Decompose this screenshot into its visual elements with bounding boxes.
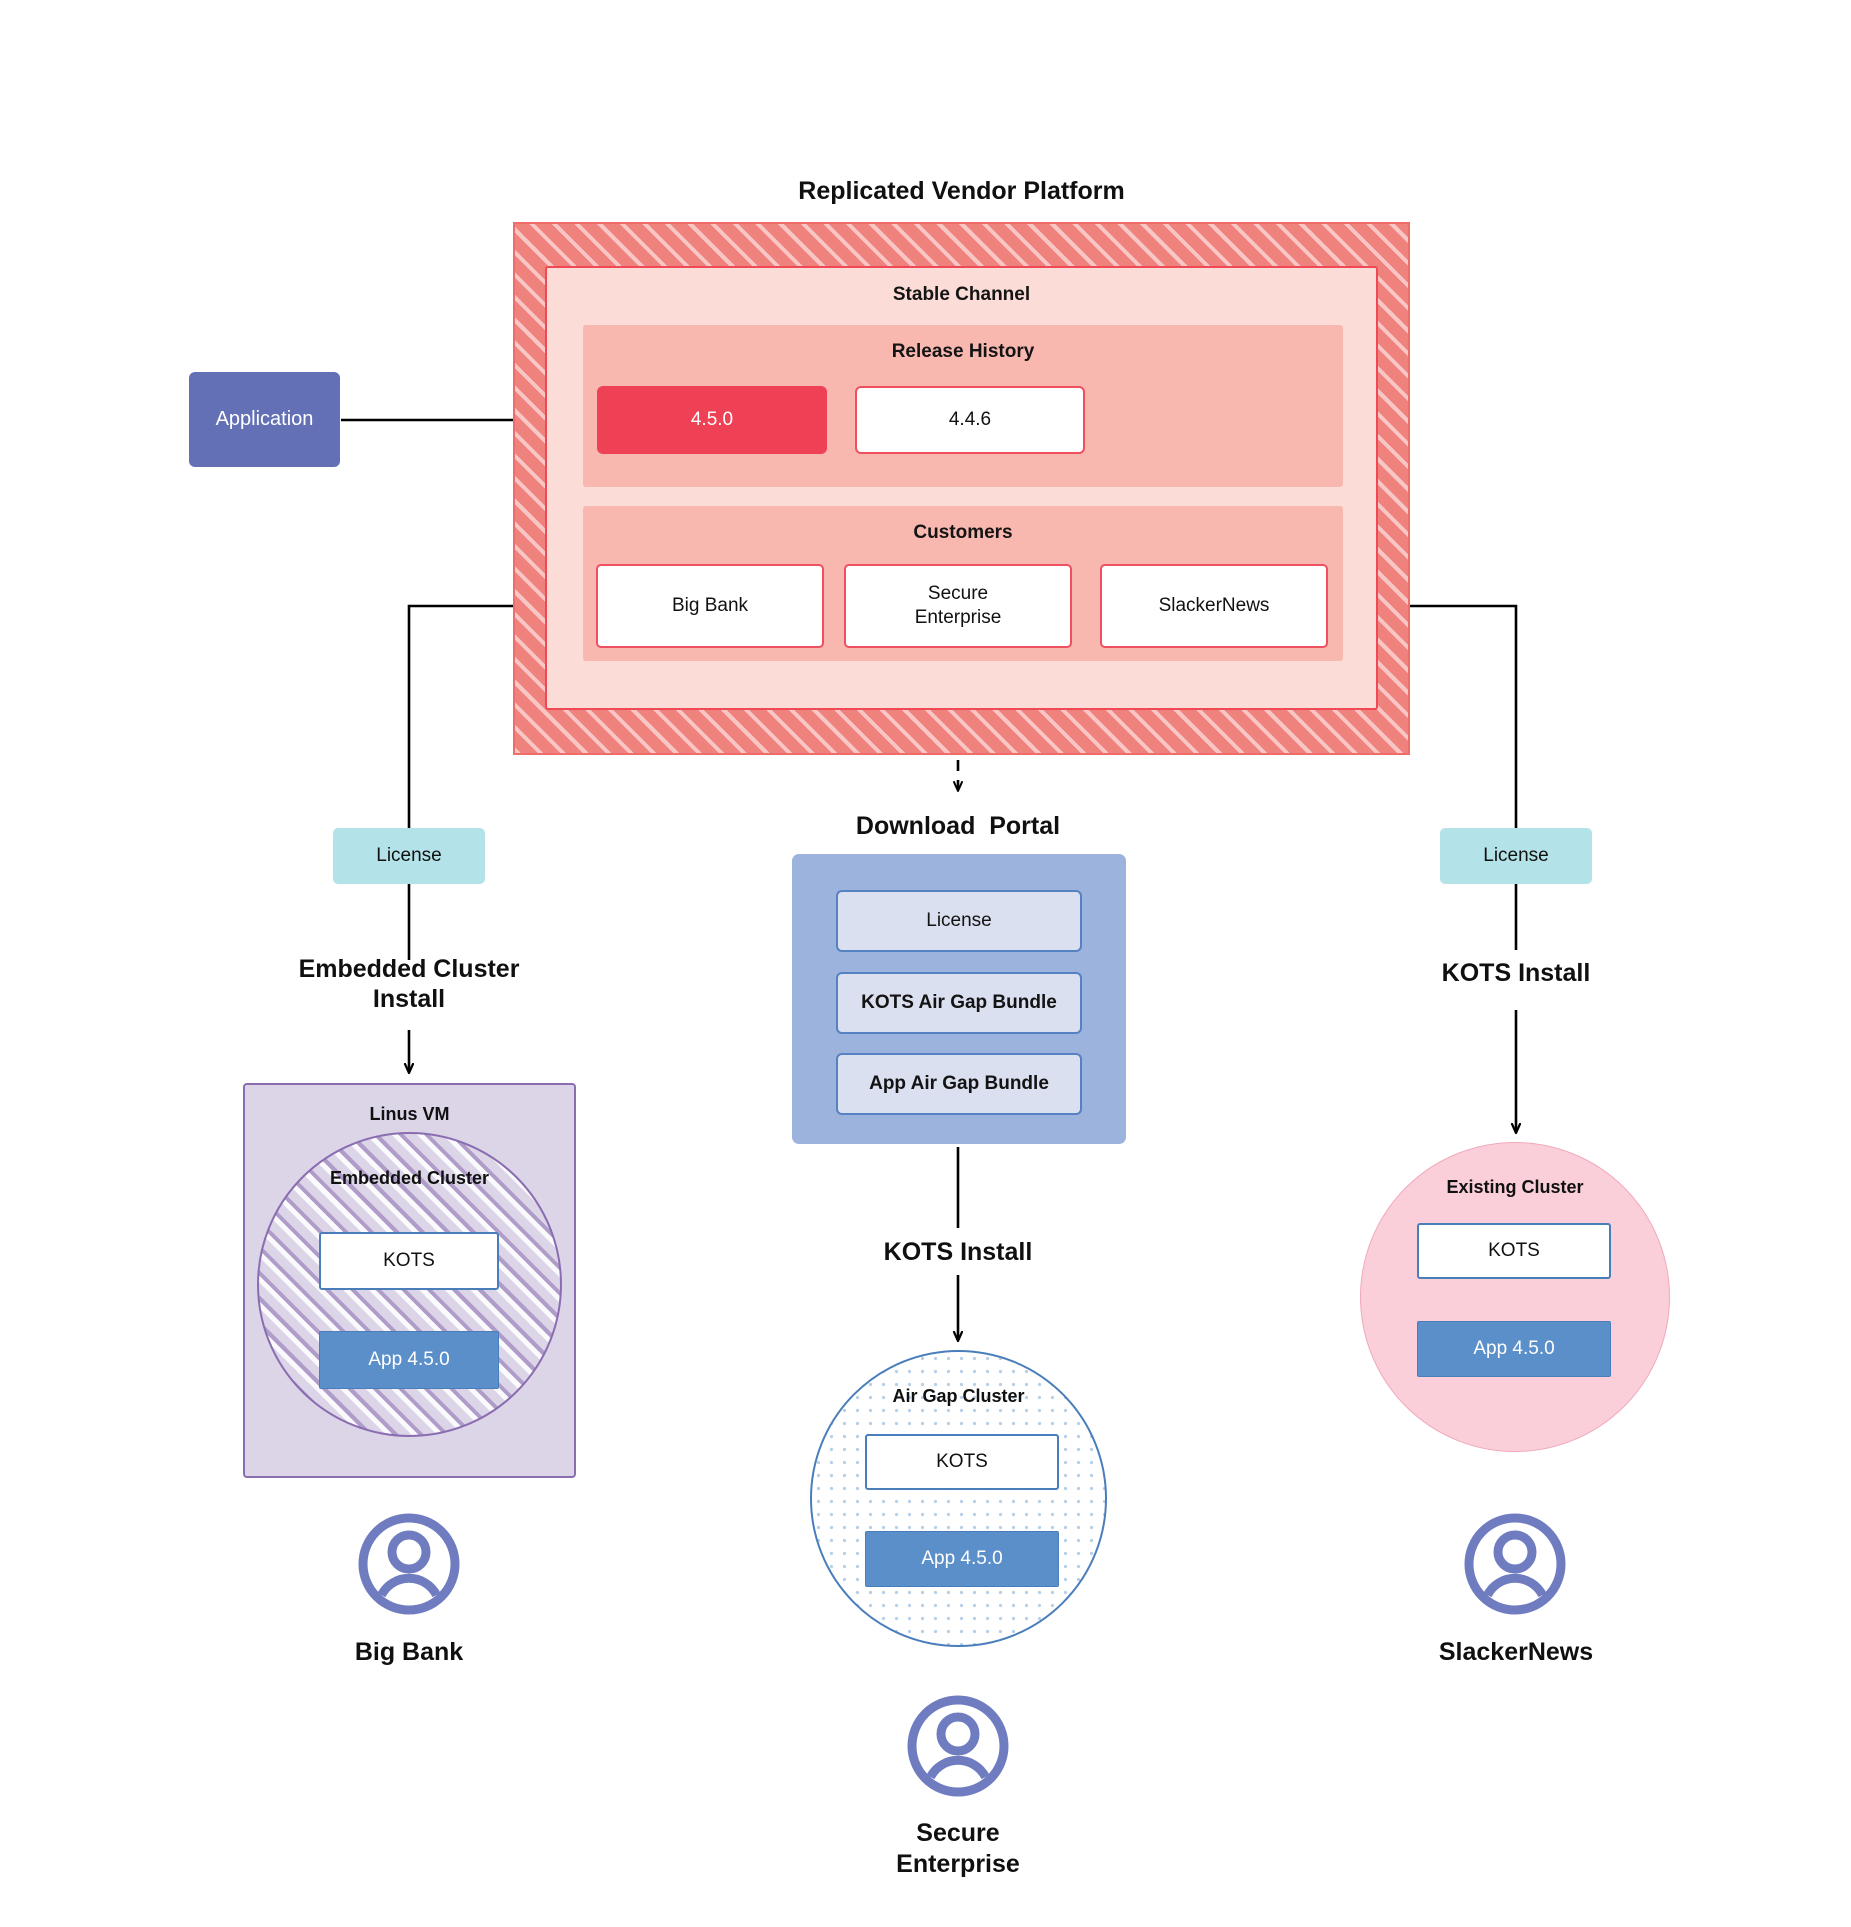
- customer-name-secure-enterprise: Secure Enterprise: [896, 1819, 1020, 1878]
- portal-item-license[interactable]: License: [836, 890, 1082, 952]
- customer-card-big-bank[interactable]: Big Bank: [596, 564, 824, 648]
- kots-node-middle[interactable]: KOTS: [865, 1434, 1059, 1490]
- release-item-current[interactable]: 4.5.0: [597, 386, 827, 454]
- linux-vm-label: Linus VM: [369, 1104, 450, 1124]
- avatar-slackernews: [1463, 1512, 1567, 1616]
- license-label: License: [1483, 845, 1549, 866]
- kots-label: KOTS: [383, 1250, 435, 1271]
- release-item-previous[interactable]: 4.4.6: [855, 386, 1085, 454]
- app-label: App 4.5.0: [921, 1548, 1003, 1569]
- kots-label: KOTS: [936, 1451, 988, 1472]
- release-history-label: Release History: [891, 341, 1035, 362]
- kots-label: KOTS: [1488, 1240, 1540, 1261]
- customers-label: Customers: [913, 522, 1013, 543]
- release-version: 4.5.0: [690, 409, 734, 430]
- portal-item-label: App Air Gap Bundle: [869, 1073, 1049, 1094]
- license-chip-left[interactable]: License: [333, 828, 485, 884]
- app-node-left[interactable]: App 4.5.0: [319, 1331, 499, 1389]
- customer-card-label: Secure Enterprise: [914, 582, 1002, 628]
- license-label: License: [376, 845, 442, 866]
- portal-item-kots-air-gap-bundle[interactable]: KOTS Air Gap Bundle: [836, 972, 1082, 1034]
- customer-name-big-bank: Big Bank: [354, 1638, 464, 1666]
- customer-card-label: Big Bank: [671, 594, 749, 616]
- application-label: Application: [215, 408, 314, 430]
- avatar-big-bank: [357, 1512, 461, 1616]
- edge-label-kots-install-middle: KOTS Install: [883, 1237, 1033, 1266]
- page-title: Replicated Vendor Platform: [798, 176, 1125, 205]
- app-node-middle[interactable]: App 4.5.0: [865, 1531, 1059, 1587]
- kots-node-right[interactable]: KOTS: [1417, 1223, 1611, 1279]
- portal-item-app-air-gap-bundle[interactable]: App Air Gap Bundle: [836, 1053, 1082, 1115]
- portal-item-label: License: [926, 910, 992, 931]
- customer-card-slackernews[interactable]: SlackerNews: [1100, 564, 1328, 648]
- avatar-secure-enterprise: [906, 1694, 1010, 1798]
- air-gap-cluster-circle: Air Gap Cluster: [810, 1350, 1107, 1647]
- existing-cluster-label: Existing Cluster: [1446, 1177, 1584, 1197]
- customer-card-label: SlackerNews: [1158, 594, 1270, 616]
- embedded-cluster-label: Embedded Cluster: [329, 1168, 490, 1188]
- existing-cluster-circle: Existing Cluster: [1360, 1142, 1670, 1452]
- app-label: App 4.5.0: [1473, 1338, 1555, 1359]
- app-label: App 4.5.0: [368, 1349, 450, 1370]
- air-gap-cluster-label: Air Gap Cluster: [892, 1386, 1025, 1406]
- license-chip-right[interactable]: License: [1440, 828, 1592, 884]
- customer-name-slackernews: SlackerNews: [1438, 1638, 1594, 1666]
- application-node[interactable]: Application: [189, 372, 340, 467]
- edge-label-embedded-cluster-install: Embedded Cluster Install: [298, 954, 520, 1014]
- app-node-right[interactable]: App 4.5.0: [1417, 1321, 1611, 1377]
- kots-node-left[interactable]: KOTS: [319, 1232, 499, 1290]
- portal-item-label: KOTS Air Gap Bundle: [861, 992, 1057, 1013]
- customer-card-secure-enterprise[interactable]: Secure Enterprise: [844, 564, 1072, 648]
- release-version: 4.4.6: [948, 409, 992, 430]
- download-portal-title: Download Portal: [855, 811, 1061, 840]
- stable-channel-label: Stable Channel: [892, 284, 1031, 305]
- edge-label-kots-install-right: KOTS Install: [1441, 958, 1591, 987]
